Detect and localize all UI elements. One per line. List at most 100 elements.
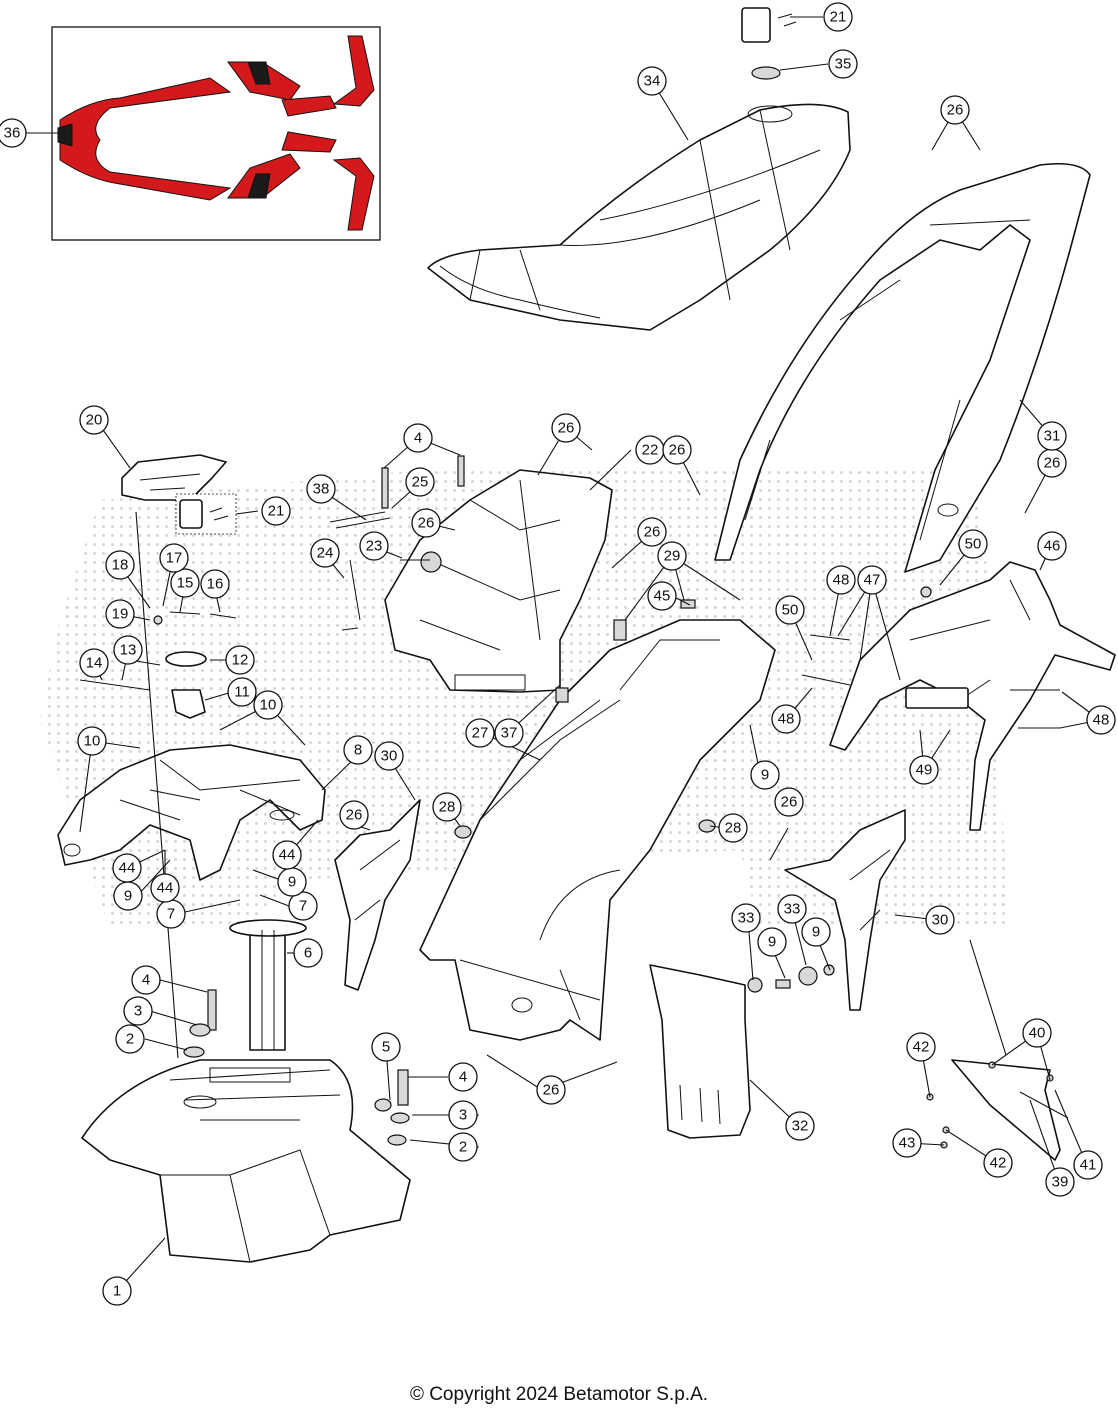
callout-49[interactable]: 49 bbox=[909, 755, 939, 785]
callout-9[interactable]: 9 bbox=[750, 760, 780, 790]
callout-26[interactable]: 26 bbox=[662, 435, 692, 465]
svg-text:19: 19 bbox=[112, 606, 129, 623]
callout-4[interactable]: 4 bbox=[131, 965, 161, 995]
callout-10[interactable]: 10 bbox=[77, 726, 107, 756]
callout-40[interactable]: 40 bbox=[1022, 1018, 1052, 1048]
callout-19[interactable]: 19 bbox=[105, 599, 135, 629]
fuel-pump-parts[interactable] bbox=[79, 611, 237, 719]
callout-27[interactable]: 27 bbox=[465, 718, 495, 748]
callout-48[interactable]: 48 bbox=[771, 704, 801, 734]
callout-39[interactable]: 39 bbox=[1045, 1167, 1075, 1197]
callout-47[interactable]: 47 bbox=[857, 565, 887, 595]
callout-8[interactable]: 8 bbox=[343, 735, 373, 765]
rear-subframe[interactable] bbox=[714, 162, 1091, 573]
callout-13[interactable]: 13 bbox=[113, 635, 143, 665]
callout-25[interactable]: 25 bbox=[405, 467, 435, 497]
callout-7[interactable]: 7 bbox=[288, 891, 318, 921]
callout-9[interactable]: 9 bbox=[277, 867, 307, 897]
callout-50[interactable]: 50 bbox=[775, 595, 805, 625]
callout-26[interactable]: 26 bbox=[940, 95, 970, 125]
fuel-tank[interactable] bbox=[81, 1059, 411, 1263]
callout-20[interactable]: 20 bbox=[79, 405, 109, 435]
callout-37[interactable]: 37 bbox=[494, 718, 524, 748]
callout-48[interactable]: 48 bbox=[1086, 705, 1116, 735]
side-panel-left[interactable] bbox=[334, 799, 421, 991]
rear-fender[interactable] bbox=[419, 619, 776, 1041]
callout-11[interactable]: 11 bbox=[227, 677, 257, 707]
callout-29[interactable]: 29 bbox=[657, 541, 687, 571]
svg-text:3: 3 bbox=[134, 1003, 142, 1020]
callout-28[interactable]: 28 bbox=[718, 813, 748, 843]
tail-section[interactable] bbox=[829, 561, 1116, 831]
callout-31[interactable]: 31 bbox=[1037, 421, 1067, 451]
callout-5[interactable]: 5 bbox=[371, 1032, 401, 1062]
callout-10[interactable]: 10 bbox=[253, 690, 283, 720]
callout-34[interactable]: 34 bbox=[637, 66, 667, 96]
heat-guard[interactable] bbox=[649, 964, 751, 1139]
callout-46[interactable]: 46 bbox=[1037, 531, 1067, 561]
callout-44[interactable]: 44 bbox=[112, 853, 142, 883]
electronics-tray[interactable] bbox=[384, 469, 613, 693]
callout-28[interactable]: 28 bbox=[432, 792, 462, 822]
callout-42[interactable]: 42 bbox=[906, 1032, 936, 1062]
svg-text:29: 29 bbox=[664, 548, 681, 565]
tank-cover[interactable] bbox=[57, 744, 326, 881]
callout-26[interactable]: 26 bbox=[1037, 448, 1067, 478]
callout-4[interactable]: 4 bbox=[448, 1062, 478, 1092]
callout-14[interactable]: 14 bbox=[79, 648, 109, 678]
callout-32[interactable]: 32 bbox=[785, 1111, 815, 1141]
callout-4[interactable]: 4 bbox=[403, 423, 433, 453]
callout-45[interactable]: 45 bbox=[647, 581, 677, 611]
callout-9[interactable]: 9 bbox=[113, 881, 143, 911]
callout-33[interactable]: 33 bbox=[777, 894, 807, 924]
part-callouts: 1 2 2 3 3 4 4 4 5 6 7 7 8 9 9 9 9 9 10 1… bbox=[0, 2, 1116, 1306]
callout-42[interactable]: 42 bbox=[983, 1148, 1013, 1178]
callout-3[interactable]: 3 bbox=[448, 1100, 478, 1130]
svg-text:35: 35 bbox=[835, 56, 852, 73]
callout-44[interactable]: 44 bbox=[150, 873, 180, 903]
callout-18[interactable]: 18 bbox=[105, 550, 135, 580]
callout-26[interactable]: 26 bbox=[411, 508, 441, 538]
callout-22[interactable]: 22 bbox=[635, 435, 665, 465]
callout-30[interactable]: 30 bbox=[374, 741, 404, 771]
callout-48[interactable]: 48 bbox=[826, 565, 856, 595]
callout-38[interactable]: 38 bbox=[306, 474, 336, 504]
callout-26[interactable]: 26 bbox=[551, 413, 581, 443]
callout-36[interactable]: 36 bbox=[0, 118, 27, 148]
callout-50[interactable]: 50 bbox=[958, 529, 988, 559]
tank-top-plate[interactable] bbox=[121, 454, 227, 501]
callout-16[interactable]: 16 bbox=[200, 569, 230, 599]
filler-tube[interactable] bbox=[229, 919, 307, 1051]
fuel-cap-top[interactable] bbox=[741, 7, 797, 80]
seat[interactable] bbox=[427, 103, 851, 331]
callout-44[interactable]: 44 bbox=[272, 840, 302, 870]
callout-9[interactable]: 9 bbox=[801, 917, 831, 947]
license-plate-bracket[interactable] bbox=[951, 1059, 1069, 1161]
callout-12[interactable]: 12 bbox=[225, 645, 255, 675]
callout-43[interactable]: 43 bbox=[892, 1128, 922, 1158]
callout-17[interactable]: 17 bbox=[159, 543, 189, 573]
callout-24[interactable]: 24 bbox=[310, 538, 340, 568]
fuel-cap-left[interactable] bbox=[175, 493, 237, 535]
callout-26[interactable]: 26 bbox=[536, 1075, 566, 1105]
callout-21[interactable]: 21 bbox=[261, 496, 291, 526]
callout-2[interactable]: 2 bbox=[448, 1132, 478, 1162]
callout-23[interactable]: 23 bbox=[359, 531, 389, 561]
callout-1[interactable]: 1 bbox=[102, 1276, 132, 1306]
callout-26[interactable]: 26 bbox=[774, 787, 804, 817]
callout-9[interactable]: 9 bbox=[757, 927, 787, 957]
callout-30[interactable]: 30 bbox=[925, 905, 955, 935]
callout-7[interactable]: 7 bbox=[156, 899, 186, 929]
callout-26[interactable]: 26 bbox=[637, 517, 667, 547]
callout-35[interactable]: 35 bbox=[828, 49, 858, 79]
decal-kit[interactable] bbox=[51, 26, 381, 241]
callout-15[interactable]: 15 bbox=[170, 568, 200, 598]
callout-21[interactable]: 21 bbox=[823, 2, 853, 32]
callout-3[interactable]: 3 bbox=[123, 996, 153, 1026]
callout-26[interactable]: 26 bbox=[339, 800, 369, 830]
callout-6[interactable]: 6 bbox=[293, 938, 323, 968]
callout-41[interactable]: 41 bbox=[1073, 1150, 1103, 1180]
callout-33[interactable]: 33 bbox=[731, 903, 761, 933]
callout-2[interactable]: 2 bbox=[115, 1024, 145, 1054]
side-panel-right[interactable] bbox=[784, 809, 906, 1011]
